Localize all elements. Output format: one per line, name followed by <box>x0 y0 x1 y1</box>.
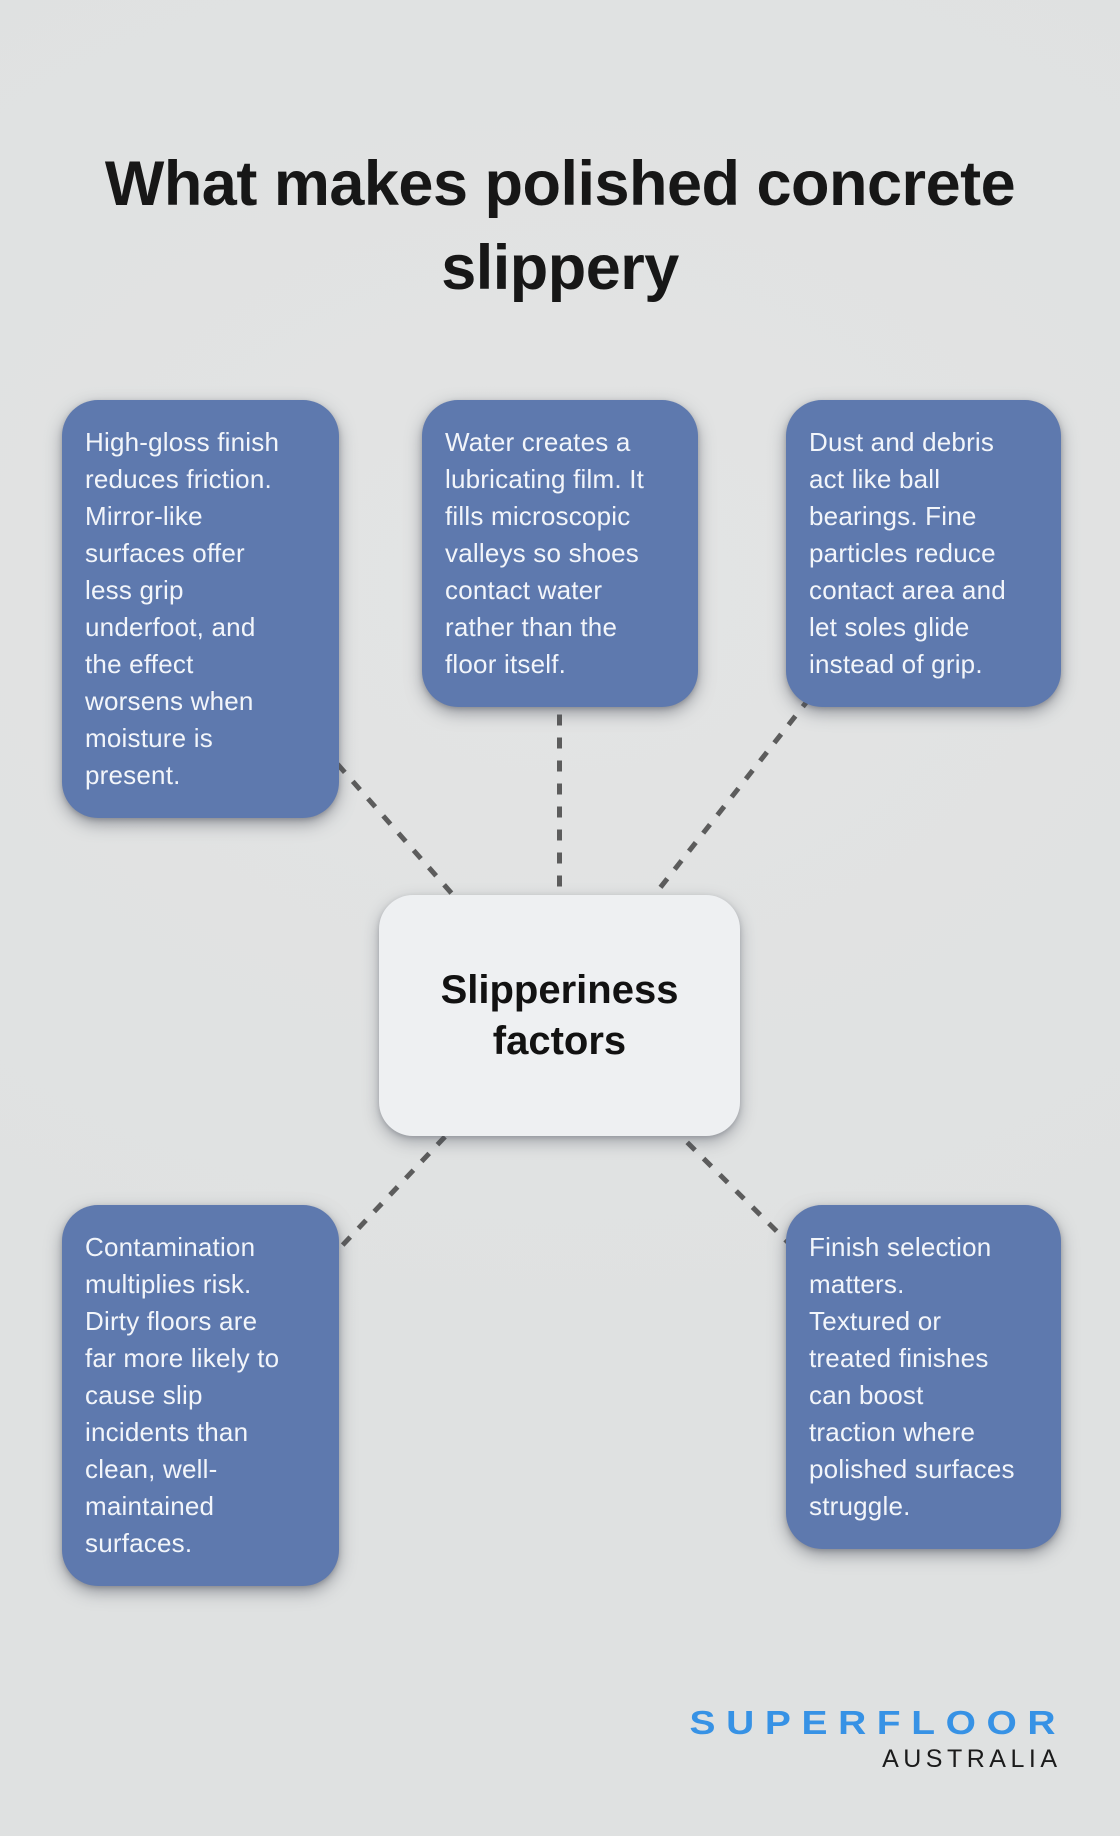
connector-finish-selection <box>557 1013 926 1379</box>
factor-card-dust-debris-text: Dust and debris act like ball bearings. … <box>809 427 1006 679</box>
superfloor-logo: SUPERFLOOR AUSTRALIA <box>689 1704 1057 1774</box>
center-node-slipperiness-factors: Slipperiness factors <box>379 895 740 1136</box>
factor-card-water-film-text: Water creates a lubricating film. It fil… <box>445 427 645 679</box>
logo-brand-text: SUPERFLOOR <box>689 1704 1066 1741</box>
connector-contamination <box>198 1013 562 1398</box>
factor-card-finish-selection: Finish selection matters. Textured or tr… <box>786 1205 1061 1549</box>
factor-card-high-gloss: High-gloss finish reduces friction. Mirr… <box>62 400 339 818</box>
factor-card-finish-selection-text: Finish selection matters. Textured or tr… <box>809 1232 1015 1521</box>
factor-card-contamination-text: Contamination multiplies risk. Dirty flo… <box>85 1232 280 1558</box>
factor-card-high-gloss-text: High-gloss finish reduces friction. Mirr… <box>85 427 280 790</box>
page-title: What makes polished concrete slippery <box>104 149 1016 304</box>
factor-card-contamination: Contamination multiplies risk. Dirty flo… <box>62 1205 339 1586</box>
logo-region-text: AUSTRALIA <box>882 1745 1062 1773</box>
factor-card-water-film: Water creates a lubricating film. It fil… <box>422 400 698 707</box>
factor-card-dust-debris: Dust and debris act like ball bearings. … <box>786 400 1061 707</box>
